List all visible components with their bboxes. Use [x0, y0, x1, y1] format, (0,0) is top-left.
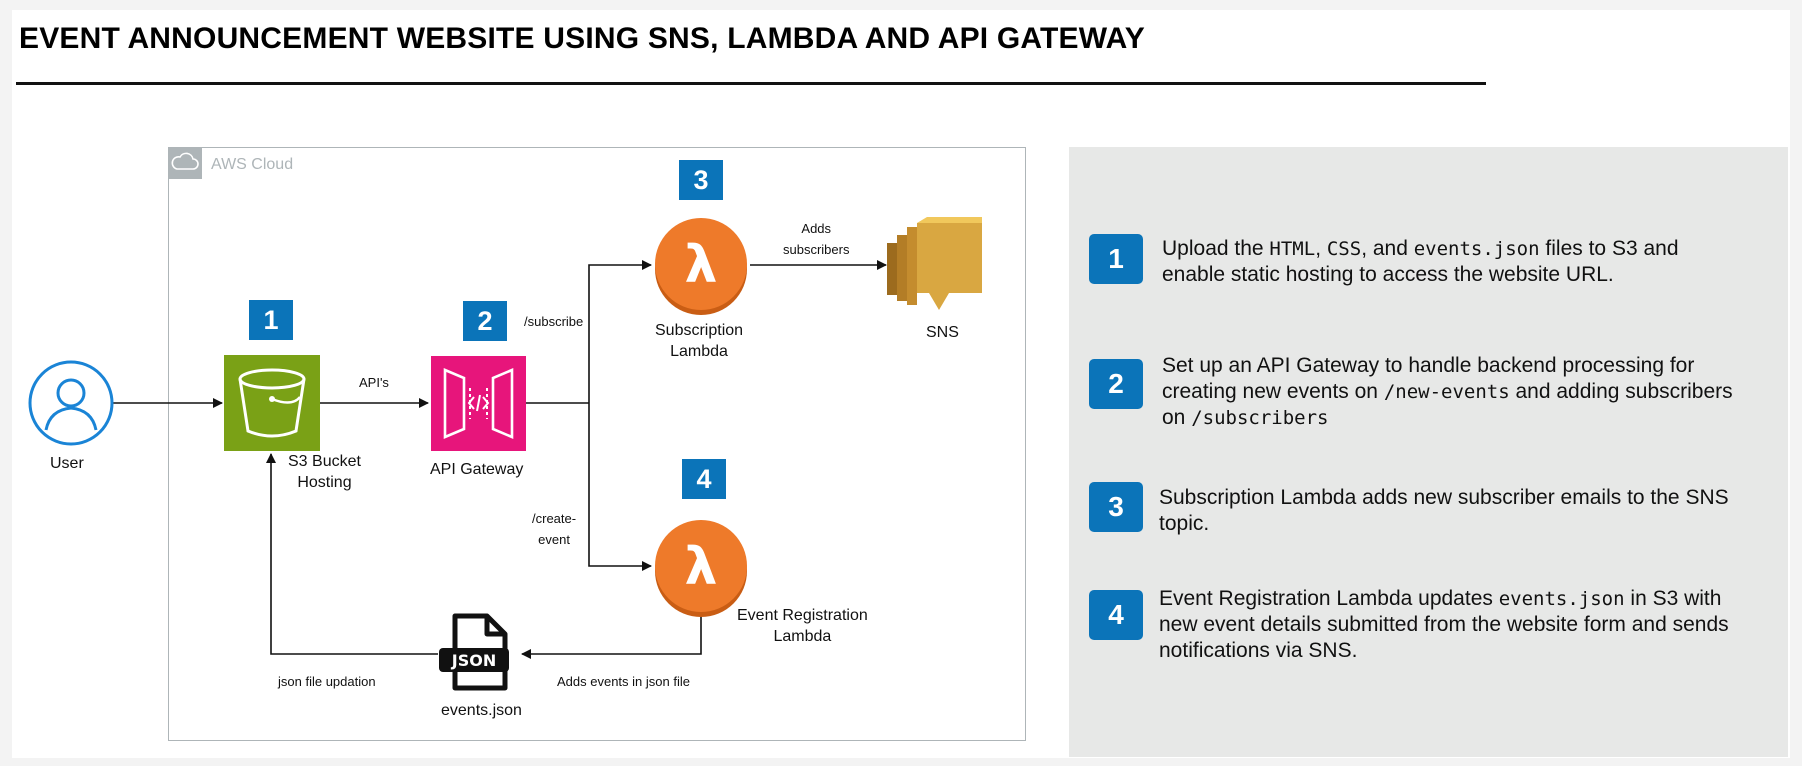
- diagram-badge-4: 4: [682, 459, 726, 499]
- step-span: creating new events on: [1162, 380, 1384, 403]
- api-gateway-icon: [431, 356, 526, 451]
- json-file-icon: JSON: [437, 612, 519, 694]
- cloud-icon: [168, 147, 202, 179]
- step-line: notifications via SNS.: [1159, 638, 1779, 664]
- page-title: EVENT ANNOUNCEMENT WEBSITE USING SNS, LA…: [19, 22, 1145, 55]
- step-code: HTML: [1269, 238, 1316, 260]
- step-span: enable static hosting to access the webs…: [1162, 263, 1614, 286]
- step-span: on: [1162, 406, 1192, 429]
- step-span: files to S3 and: [1539, 237, 1679, 260]
- step-span: notifications via SNS.: [1159, 639, 1358, 662]
- edge-label-adds-events: Adds events in json file: [557, 674, 690, 689]
- step-span: in S3 with: [1624, 587, 1722, 610]
- step-line: Set up an API Gateway to handle backend …: [1162, 353, 1782, 379]
- user-icon: [28, 360, 114, 446]
- diagram-badge-2: 2: [463, 301, 507, 341]
- edge-branch-sub: [588, 260, 652, 403]
- step-span: new event details submitted from the web…: [1159, 613, 1729, 636]
- step-span: , and: [1361, 237, 1414, 260]
- sub-lambda-label: Subscription Lambda: [655, 322, 744, 360]
- edge-label-adds-subscribers: Adds subscribers: [783, 221, 850, 257]
- bucket-icon: [224, 355, 320, 451]
- step-code: CSS: [1326, 238, 1362, 260]
- step-text-2: Set up an API Gateway to handle backend …: [1162, 353, 1782, 431]
- edge-label-subscribe: /subscribe: [524, 314, 584, 329]
- aws-cloud-label: AWS Cloud: [211, 156, 294, 173]
- diagram-badge-1: 1: [249, 300, 293, 340]
- edge-label-json-updation: json file updation: [278, 674, 376, 689]
- step-span: Subscription Lambda adds new subscriber …: [1159, 486, 1729, 509]
- aws-cloud-group: [168, 147, 1026, 741]
- edge-json-s3: [266, 453, 438, 655]
- step-badge-2: 2: [1089, 359, 1143, 409]
- step-span: and adding subscribers: [1509, 380, 1733, 403]
- lambda-icon: λ: [651, 216, 751, 316]
- step-span: ,: [1315, 237, 1327, 260]
- s3-label: S3 Bucket Hosting: [288, 453, 361, 491]
- steps-panel: [1069, 147, 1788, 757]
- svg-text:λ: λ: [685, 537, 718, 597]
- step-line: topic.: [1159, 511, 1779, 537]
- edge-branch-evt: [588, 403, 652, 571]
- edge-evt-json: [521, 615, 702, 659]
- step-line: enable static hosting to access the webs…: [1162, 262, 1782, 288]
- step-code: /new-events: [1383, 381, 1510, 403]
- title-divider: [16, 82, 1486, 85]
- step-badge-3: 3: [1089, 482, 1143, 532]
- apigw-label: API Gateway: [430, 461, 524, 478]
- step-span: Set up an API Gateway to handle backend …: [1162, 354, 1695, 377]
- svg-text:λ: λ: [685, 235, 718, 295]
- step-line: Event Registration Lambda updates events…: [1159, 586, 1779, 612]
- edge-label-apis: API's: [359, 375, 389, 390]
- sns-icon: [887, 215, 982, 315]
- step-line: on /subscribers: [1162, 405, 1782, 431]
- step-line: Subscription Lambda adds new subscriber …: [1159, 485, 1779, 511]
- diagram-badge-3: 3: [679, 160, 723, 200]
- step-line: Upload the HTML, CSS, and events.json fi…: [1162, 236, 1782, 262]
- step-text-3: Subscription Lambda adds new subscriber …: [1159, 485, 1779, 537]
- step-text-1: Upload the HTML, CSS, and events.json fi…: [1162, 236, 1782, 288]
- step-code: /subscribers: [1191, 407, 1329, 429]
- sns-label: SNS: [926, 324, 959, 341]
- step-span: Upload the: [1162, 237, 1270, 260]
- step-line: new event details submitted from the web…: [1159, 612, 1779, 638]
- json-label: events.json: [441, 702, 522, 719]
- step-code: events.json: [1498, 588, 1625, 610]
- step-badge-4: 4: [1089, 590, 1143, 640]
- json-icon-text: JSON: [451, 651, 496, 670]
- edge-label-create-event: /create- event: [532, 511, 577, 547]
- step-span: topic.: [1159, 512, 1210, 535]
- step-badge-1: 1: [1089, 234, 1143, 284]
- step-span: Event Registration Lambda updates: [1159, 587, 1499, 610]
- step-text-4: Event Registration Lambda updates events…: [1159, 586, 1779, 664]
- evt-lambda-label: Event Registration Lambda: [737, 607, 868, 645]
- step-code: events.json: [1413, 238, 1540, 260]
- lambda-icon: λ: [651, 518, 751, 618]
- step-line: creating new events on /new-events and a…: [1162, 379, 1782, 405]
- user-label: User: [50, 455, 84, 472]
